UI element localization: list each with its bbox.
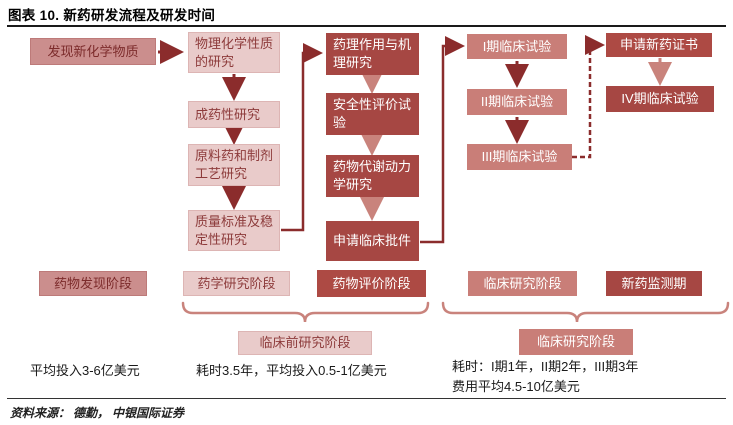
box-safety-evaluation: 安全性评价试验 [326,93,419,135]
brace-clinical [441,301,730,323]
box-apply-new-drug-certificate: 申请新药证书 [606,33,712,57]
box-phase4-trial: IV期临床试验 [606,86,714,112]
label-preclinical-stage: 临床前研究阶段 [238,331,372,355]
note-clinical-time: 耗时：I期1年，II期2年，III期3年 [452,359,639,374]
source-note: 资料来源： 德勤， 中银国际证券 [10,406,185,420]
box-pharmacology-research: 药理作用与机理研究 [326,33,419,75]
box-physchem-research: 物理化学性质的研究 [188,32,280,73]
stage-new-drug-monitoring: 新药监测期 [606,271,702,296]
box-phase2-trial: II期临床试验 [467,89,567,115]
page-title: 图表 10. 新药研发流程及研发时间 [8,8,216,23]
box-discover-new-chemical: 发现新化学物质 [30,38,156,65]
note-clinical-cost: 费用平均4.5-10亿美元 [452,379,580,394]
note-discovery-investment: 平均投入3-6亿美元 [30,363,140,378]
box-apply-clinical-approval: 申请临床批件 [326,221,419,261]
brace-preclinical [181,301,430,323]
stage-pharmaceutical-research: 药学研究阶段 [183,271,290,296]
box-phase1-trial: I期临床试验 [467,34,567,59]
box-api-process-research: 原料药和制剂工艺研究 [188,144,280,186]
label-clinical-stage: 临床研究阶段 [519,329,633,355]
note-preclinical: 耗时3.5年，平均投入0.5-1亿美元 [196,363,387,378]
box-quality-stability-research: 质量标准及稳定性研究 [188,210,280,251]
box-druggability-research: 成药性研究 [188,101,280,128]
stage-drug-evaluation: 药物评价阶段 [317,270,426,297]
title-divider [7,25,726,27]
box-pharmacokinetics-research: 药物代谢动力学研究 [326,155,419,197]
stage-drug-discovery: 药物发现阶段 [39,271,147,296]
footer-divider [7,398,726,399]
stage-clinical-research: 临床研究阶段 [468,271,577,296]
box-phase3-trial: III期临床试验 [467,144,572,170]
group-braces [181,301,730,323]
